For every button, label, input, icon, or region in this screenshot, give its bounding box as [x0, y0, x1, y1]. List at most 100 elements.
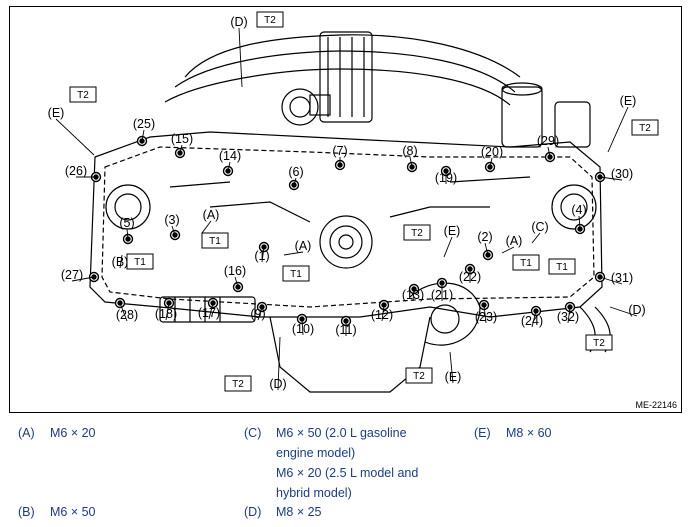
leader-13: [412, 288, 415, 302]
leader-3: [171, 225, 176, 236]
torque-tag-label: T2: [413, 371, 425, 382]
torque-tag-label: T1: [134, 257, 146, 268]
callout-number: (19): [435, 171, 457, 185]
torque-tag-label: T1: [290, 269, 302, 280]
torque-tag-box: [403, 224, 431, 241]
leader-24: [531, 310, 537, 328]
figure-id: ME-22146: [635, 400, 677, 410]
callout-number: (17): [198, 306, 220, 320]
callout-letter: (C): [531, 220, 548, 234]
callout-letter: (B): [112, 255, 129, 269]
leader-25: [141, 129, 145, 142]
torque-tag: T1: [512, 254, 540, 271]
torque-tag-box: [224, 375, 252, 392]
callout-letter: (E): [445, 370, 462, 384]
legend-item-a: (A) M6 × 20: [18, 423, 218, 443]
torque-tag: T2: [256, 11, 284, 28]
callout-number: (5): [119, 216, 134, 230]
leader-letter-1: [283, 251, 304, 256]
callout-number: (10): [292, 322, 314, 336]
legend-item-e: (E) M8 × 60: [474, 423, 674, 443]
torque-tag-label: T2: [232, 379, 244, 390]
torque-tag-box: [548, 258, 576, 275]
torque-tag: T2: [403, 224, 431, 241]
engine-bolt-diagram: (1)(2)(3)(4)(5)(6)(7)(8)(9)(10)(11)(12)(…: [9, 6, 682, 413]
torque-tag-box: [512, 254, 540, 271]
leader-letter-11: [449, 351, 454, 384]
torque-tag-label: T2: [593, 338, 605, 349]
callout-number: (12): [371, 308, 393, 322]
legend-value: M6 × 50: [50, 505, 96, 519]
callout-number: (29): [537, 134, 559, 148]
torque-tag: T2: [224, 375, 252, 392]
torque-tag-box: [256, 11, 284, 28]
torque-tag-label: T2: [639, 123, 651, 134]
callout-letter: (A): [506, 234, 523, 248]
callout-letter: (E): [620, 94, 637, 108]
callout-number: (23): [475, 310, 497, 324]
callout-number: (24): [521, 314, 543, 328]
leader-letter-10: [443, 236, 453, 258]
leader-letter-8: [55, 118, 95, 156]
legend-value: M6 × 20 (2.5 L model and: [276, 466, 419, 480]
leader-14: [227, 161, 231, 172]
torque-tag-box: [201, 232, 229, 249]
callout-letter: (A): [295, 239, 312, 253]
leader-15: [179, 144, 183, 154]
legend-value: M8 × 60: [506, 426, 552, 440]
callout-number: (18): [155, 307, 177, 321]
torque-tag: T2: [405, 367, 433, 384]
legend-value: hybrid model): [276, 486, 352, 500]
callout-letter: (D): [269, 377, 286, 391]
leader-lines: [55, 27, 638, 391]
leader-16: [234, 276, 239, 288]
leader-32: [567, 306, 571, 324]
torque-tag-box: [282, 265, 310, 282]
callout-number: (14): [219, 149, 241, 163]
leader-1: [261, 246, 265, 263]
leader-letter-2: [501, 246, 515, 254]
leader-letter-6: [609, 306, 638, 317]
leader-9: [257, 306, 263, 321]
torque-tag-box: [69, 86, 97, 103]
callout-letter: (E): [444, 224, 461, 238]
torque-tag: T1: [282, 265, 310, 282]
callout-number: (3): [164, 213, 179, 227]
callout-number: (27): [61, 268, 83, 282]
legend-item-b: (B) M6 × 50: [18, 502, 218, 522]
legend-key: (A): [18, 426, 35, 440]
torque-tag: T2: [631, 119, 659, 136]
callout-number: (8): [402, 144, 417, 158]
leader-4: [578, 215, 581, 230]
callout-number: (25): [133, 117, 155, 131]
callout-number: (30): [611, 167, 633, 181]
callout-number: (1): [254, 249, 269, 263]
callout-number: (26): [65, 164, 87, 178]
torque-tag: T2: [69, 86, 97, 103]
callout-number: (22): [459, 270, 481, 284]
torque-tag-box: [585, 334, 613, 351]
torque-tag-box: [631, 119, 659, 136]
callout-number: (21): [431, 288, 453, 302]
legend-key: (B): [18, 505, 35, 519]
torque-tag-label: T2: [264, 15, 276, 26]
callout-letter: (E): [48, 106, 65, 120]
callout-number: (31): [611, 271, 633, 285]
leader-27: [71, 276, 95, 282]
leader-18: [165, 302, 170, 321]
leader-letter-4: [531, 232, 541, 244]
legend-key: (C): [244, 426, 262, 440]
leader-letter-7: [277, 336, 281, 391]
torque-tag-label: T2: [411, 228, 423, 239]
callout-number: (15): [171, 132, 193, 146]
engine-outline: [89, 31, 611, 393]
leader-20: [489, 157, 493, 168]
leader-2: [484, 242, 489, 256]
legend-value: M8 × 25: [276, 505, 322, 519]
leader-30: [599, 176, 623, 181]
leader-8: [409, 156, 413, 168]
callout-number: (13): [402, 288, 424, 302]
callout-letter: (D): [230, 15, 247, 29]
leader-29: [547, 146, 551, 158]
